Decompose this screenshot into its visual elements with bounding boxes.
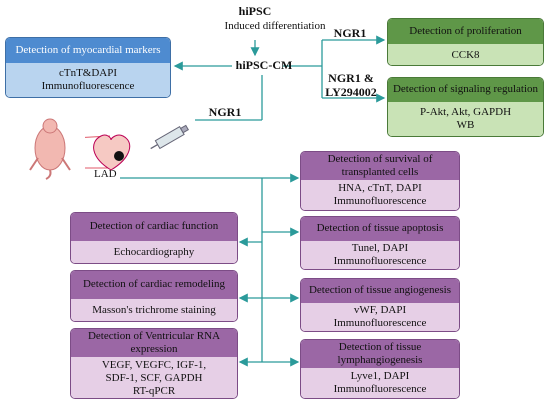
ventricular-rna-box: Detection of Ventricular RNA expression …	[70, 328, 238, 399]
ventricular-rna-body: VEGF, VEGFC, IGF-1, SDF-1, SCF, GAPDH RT…	[71, 357, 237, 398]
apoptosis-body: Tunel, DAPI Immunofluorescence	[301, 241, 459, 269]
hipsc-label: hiPSC	[238, 4, 272, 18]
angiogenesis-line-2: Immunofluorescence	[333, 317, 427, 329]
ventricular-rna-line-1: VEGF, VEGFC, IGF-1,	[101, 359, 207, 371]
survival-body: HNA, cTnT, DAPI Immunofluorescence	[301, 180, 459, 210]
survival-title-1: Detection of survival of	[327, 153, 433, 165]
survival-box: Detection of survival of transplanted ce…	[300, 151, 460, 211]
hipsc-cm-label: hiPSC-CM	[235, 58, 293, 72]
ventricular-rna-title-2: expression	[130, 343, 178, 355]
ventricular-rna-line-2: SDF-1, SCF, GAPDH	[105, 372, 203, 384]
cardiac-remodeling-line-1: Masson's trichrome staining	[71, 299, 237, 321]
angiogenesis-title: Detection of tissue angiogenesis	[301, 279, 459, 303]
cardiac-function-title: Detection of cardiac function	[71, 213, 237, 241]
apoptosis-line-2: Immunofluorescence	[333, 255, 427, 267]
myocardial-line-2: Immunofluorescence	[41, 80, 135, 92]
rat-icon	[29, 118, 71, 180]
myocardial-title: Detection of myocardial markers	[6, 38, 170, 63]
ngr1-ly-label-1: NGR1 &	[328, 71, 374, 85]
cardiac-function-line-1: Echocardiography	[71, 241, 237, 263]
angiogenesis-box: Detection of tissue angiogenesis vWF, DA…	[300, 278, 460, 332]
ventricular-rna-title-1: Detection of Ventricular RNA	[87, 330, 221, 342]
lymphangiogenesis-title-2: lymphangiogenesis	[337, 354, 423, 366]
ventricular-rna-title: Detection of Ventricular RNA expression	[71, 329, 237, 357]
syringe-icon	[150, 124, 190, 150]
ventricular-rna-line-3: RT-qPCR	[132, 385, 176, 397]
ngr1-left-label: NGR1	[208, 105, 242, 119]
ngr1-ly-label-2: LY294002	[325, 85, 377, 99]
cardiac-remodeling-box: Detection of cardiac remodeling Masson's…	[70, 270, 238, 322]
apoptosis-line-1: Tunel, DAPI	[351, 242, 409, 254]
survival-line-2: Immunofluorescence	[333, 195, 427, 207]
lymphangiogenesis-title: Detection of tissue lymphangiogenesis	[301, 340, 459, 368]
myocardial-line-1: cTnT&DAPI	[58, 67, 118, 79]
heart-icon	[85, 134, 131, 171]
signaling-title: Detection of signaling regulation	[388, 78, 543, 102]
apoptosis-title: Detection of tissue apoptosis	[301, 217, 459, 241]
cardiac-function-box: Detection of cardiac function Echocardio…	[70, 212, 238, 264]
signaling-body: P-Akt, Akt, GAPDH WB	[388, 102, 543, 136]
survival-line-1: HNA, cTnT, DAPI	[338, 182, 422, 194]
apoptosis-box: Detection of tissue apoptosis Tunel, DAP…	[300, 216, 460, 270]
signaling-line-2: WB	[456, 119, 475, 131]
lymphangiogenesis-line-1: Lyve1, DAPI	[350, 370, 410, 382]
survival-title-2: transplanted cells	[341, 166, 419, 178]
cardiac-remodeling-title: Detection of cardiac remodeling	[71, 271, 237, 299]
lymphangiogenesis-body: Lyve1, DAPI Immunofluorescence	[301, 368, 459, 398]
lad-label: LAD	[94, 168, 117, 180]
lymphangiogenesis-title-1: Detection of tissue	[338, 341, 422, 353]
survival-title: Detection of survival of transplanted ce…	[301, 152, 459, 180]
signaling-box: Detection of signaling regulation P-Akt,…	[387, 77, 544, 137]
lymphangiogenesis-line-2: Immunofluorescence	[333, 383, 427, 395]
angiogenesis-line-1: vWF, DAPI	[353, 304, 407, 316]
proliferation-line-1: CCK8	[388, 44, 543, 65]
proliferation-box: Detection of proliferation CCK8	[387, 18, 544, 66]
induced-differentiation-label: Induced differentiation	[224, 20, 326, 32]
lymphangiogenesis-box: Detection of tissue lymphangiogenesis Ly…	[300, 339, 460, 399]
myocardial-body: cTnT&DAPI Immunofluorescence	[6, 63, 170, 97]
signaling-line-1: P-Akt, Akt, GAPDH	[419, 106, 512, 118]
ngr1-top-label: NGR1	[333, 26, 367, 40]
proliferation-title: Detection of proliferation	[388, 19, 543, 44]
angiogenesis-body: vWF, DAPI Immunofluorescence	[301, 303, 459, 331]
myocardial-markers-box: Detection of myocardial markers cTnT&DAP…	[5, 37, 171, 98]
